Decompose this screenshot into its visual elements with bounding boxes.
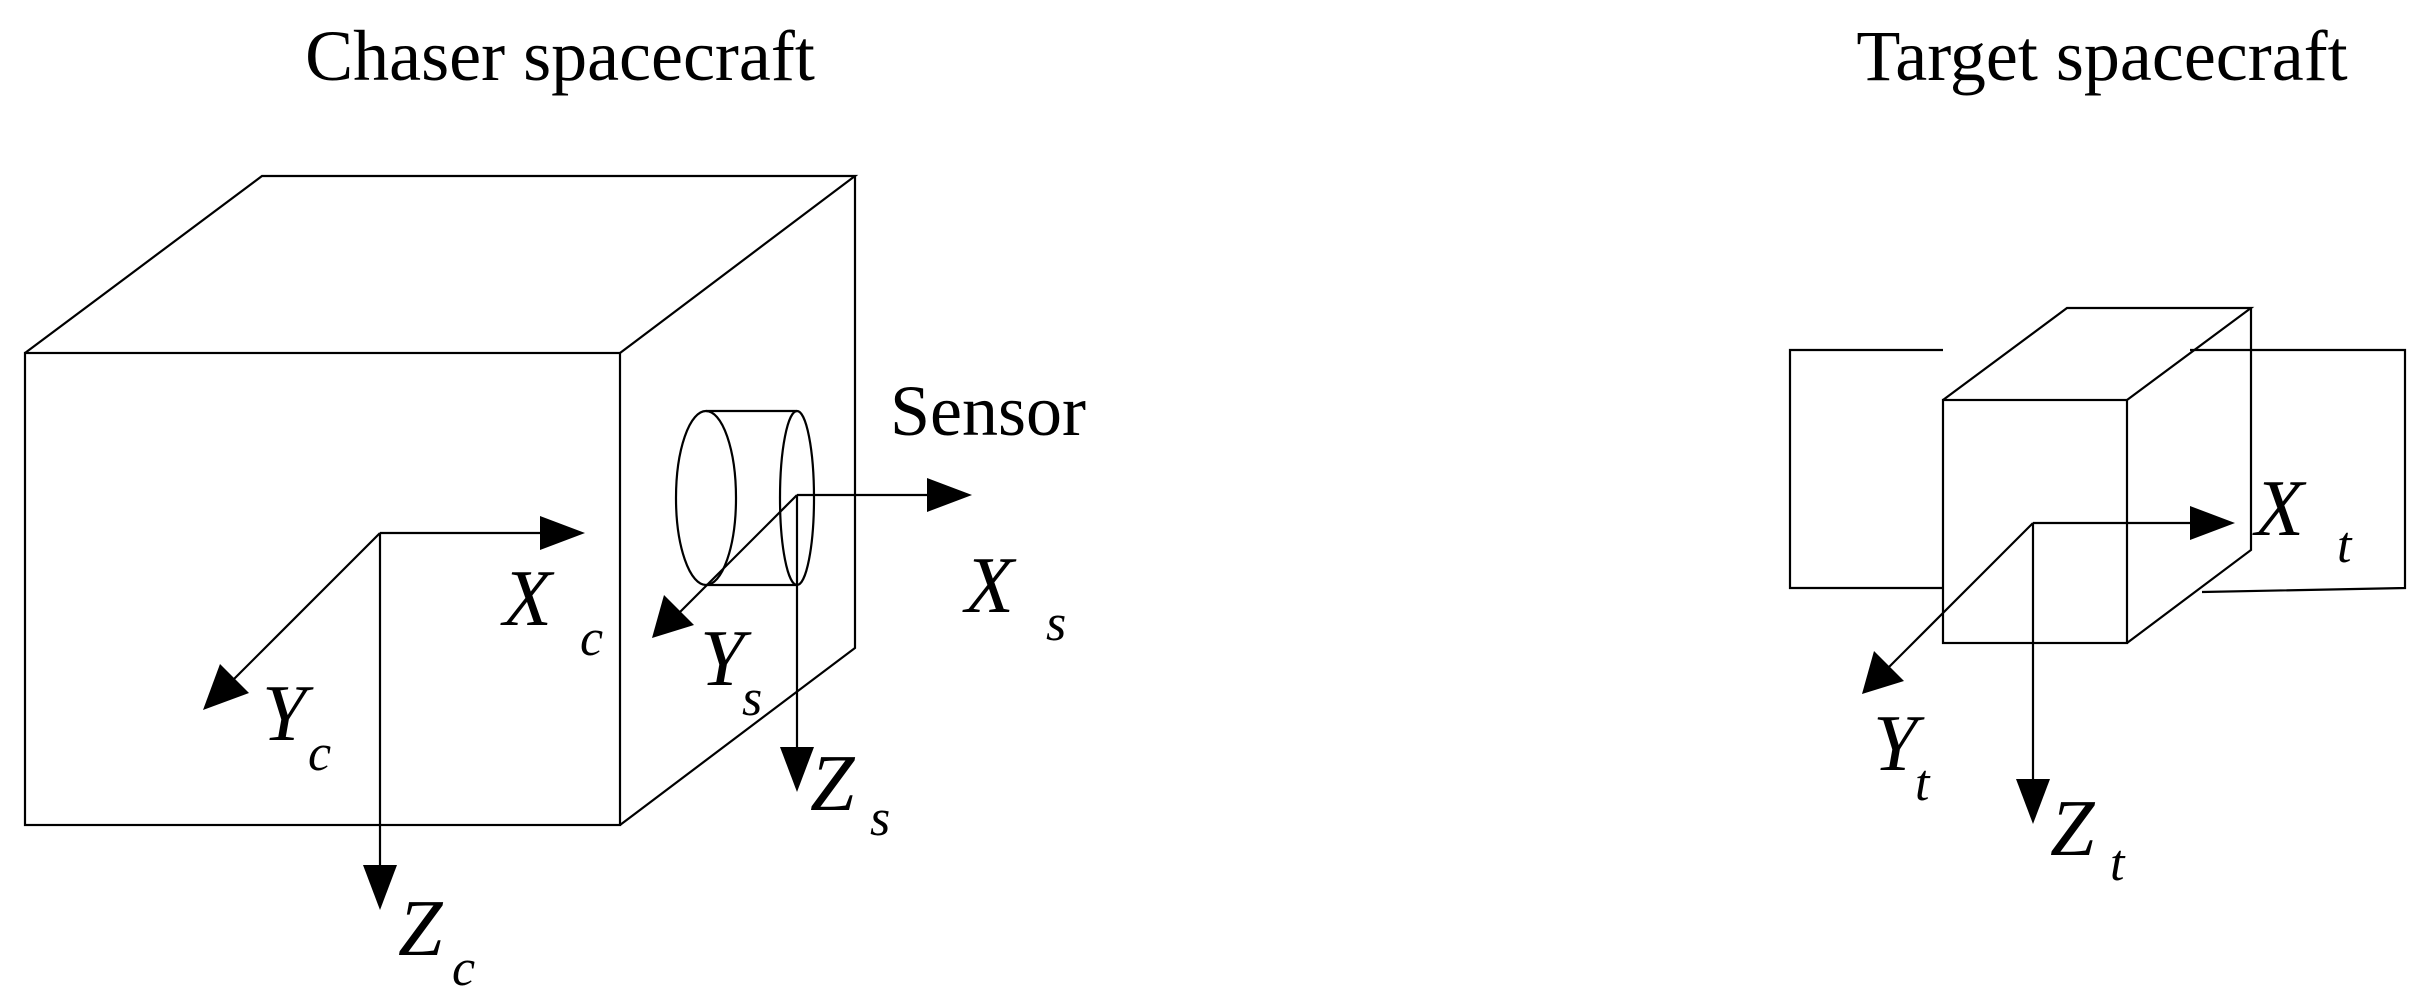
- target-y-label-sub: t: [1915, 755, 1931, 812]
- chaser-body: [23, 174, 859, 827]
- target-y-label-main: Y: [1873, 700, 1925, 788]
- sensor-x-label-main: X: [962, 542, 1017, 630]
- target-x-label-main: X: [2252, 465, 2307, 553]
- chaser-title: Chaser spacecraft: [305, 16, 815, 96]
- target-body: [1788, 306, 2407, 645]
- chaser-y-label: Y c: [262, 670, 331, 782]
- sensor-x-label-sub: s: [1046, 595, 1066, 652]
- chaser-front-face: [23, 351, 622, 827]
- sensor-x-arrowhead: [927, 478, 972, 512]
- chaser-x-label: X c: [500, 555, 603, 667]
- target-top-face: [1942, 306, 2255, 401]
- sensor-y-label-main: Y: [700, 615, 752, 703]
- sensor-y-arrowhead: [652, 595, 694, 638]
- target-x-label-sub: t: [2337, 517, 2353, 574]
- target-title: Target spacecraft: [1856, 16, 2347, 96]
- target-y-arrowhead: [1862, 651, 1904, 694]
- sensor-back-ellipse: [674, 409, 738, 587]
- chaser-y-arrowhead: [203, 664, 249, 710]
- chaser-z-label-sub: c: [452, 940, 475, 997]
- chaser-x-label-main: X: [500, 555, 555, 643]
- target-z-label: Z t: [2050, 785, 2126, 892]
- target-z-label-sub: t: [2110, 835, 2126, 892]
- sensor-y-label: Y s: [700, 615, 762, 727]
- target-z-label-main: Z: [2050, 785, 2096, 873]
- target-frame-axes: [1862, 506, 2235, 824]
- target-z-arrowhead: [2016, 779, 2050, 824]
- sensor-z-arrowhead: [780, 747, 814, 792]
- chaser-y-label-sub: c: [308, 725, 331, 782]
- sensor-y-label-sub: s: [742, 670, 762, 727]
- target-left-panel: [1788, 348, 1943, 590]
- sensor-z-label: Z s: [810, 740, 890, 847]
- chaser-z-label: Z c: [398, 885, 475, 997]
- chaser-side-face: [619, 176, 857, 826]
- target-side-face: [2126, 308, 2253, 644]
- chaser-x-arrowhead: [540, 516, 585, 550]
- sensor-y-axis: [677, 494, 798, 615]
- sensor-label: Sensor: [890, 371, 1086, 451]
- chaser-y-label-main: Y: [262, 670, 314, 758]
- chaser-x-label-sub: c: [580, 610, 603, 667]
- chaser-frame-axes: [203, 516, 585, 910]
- target-right-panel: [2190, 348, 2407, 594]
- sensor-x-label: X s: [962, 542, 1066, 652]
- sensor-z-label-main: Z: [810, 740, 856, 828]
- chaser-y-axis: [232, 532, 381, 681]
- target-y-axis: [1887, 522, 2034, 669]
- chaser-z-label-main: Z: [398, 885, 444, 973]
- sensor-z-label-sub: s: [870, 790, 890, 847]
- chaser-top-face: [24, 174, 859, 354]
- target-front-face: [1941, 398, 2129, 645]
- sensor-frame-axes: [652, 478, 972, 792]
- chaser-z-arrowhead: [363, 865, 397, 910]
- target-x-label: X t: [2252, 465, 2353, 574]
- target-x-arrowhead: [2190, 506, 2235, 540]
- target-y-label: Y t: [1873, 700, 1931, 812]
